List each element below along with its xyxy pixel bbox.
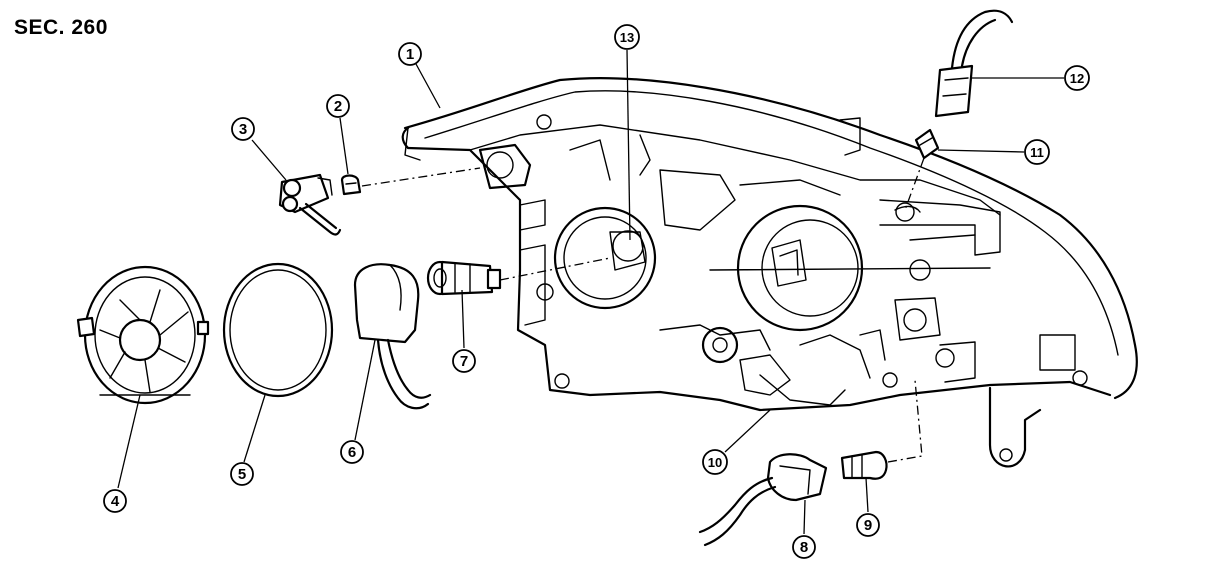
part-9-bulb xyxy=(840,450,888,480)
callouts: 1 2 3 4 5 6 7 8 xyxy=(103,24,1090,559)
callout-4: 4 xyxy=(103,489,127,513)
svg-text:4: 4 xyxy=(111,493,120,510)
callout-1: 1 xyxy=(398,42,422,66)
callout-6: 6 xyxy=(340,440,364,464)
callout-11: 11 xyxy=(1024,139,1050,165)
svg-text:12: 12 xyxy=(1070,71,1084,86)
svg-text:2: 2 xyxy=(334,98,342,115)
part-5-seal-ring xyxy=(222,262,334,398)
part-3-socket xyxy=(278,173,342,236)
svg-text:3: 3 xyxy=(239,121,247,138)
svg-text:11: 11 xyxy=(1030,145,1044,160)
assembly-lines xyxy=(361,157,925,463)
part-12-connector xyxy=(934,9,1014,118)
svg-text:10: 10 xyxy=(708,455,722,470)
svg-text:7: 7 xyxy=(460,353,468,370)
part-6-cover xyxy=(353,263,432,410)
svg-text:6: 6 xyxy=(348,444,356,461)
headlamp-housing xyxy=(401,77,1138,468)
svg-text:9: 9 xyxy=(864,517,872,534)
svg-text:1: 1 xyxy=(406,46,414,63)
part-4-cap xyxy=(76,265,210,405)
callout-3: 3 xyxy=(231,117,255,141)
svg-text:8: 8 xyxy=(800,539,808,556)
callout-2: 2 xyxy=(326,94,350,118)
callout-9: 9 xyxy=(856,513,880,537)
part-7-bulb xyxy=(426,260,502,296)
callout-5: 5 xyxy=(230,462,254,486)
part-11-bulb xyxy=(914,128,940,160)
leader-lines xyxy=(117,49,1064,535)
section-title: SEC. 260 xyxy=(14,16,108,39)
callout-10: 10 xyxy=(702,449,728,475)
callout-12: 12 xyxy=(1064,65,1090,91)
callout-13: 13 xyxy=(614,24,640,50)
part-8-socket xyxy=(698,453,828,547)
svg-text:13: 13 xyxy=(620,30,634,45)
callout-7: 7 xyxy=(452,349,476,373)
part-2-bulb xyxy=(340,174,362,196)
callout-8: 8 xyxy=(792,535,816,559)
svg-text:5: 5 xyxy=(238,466,246,483)
